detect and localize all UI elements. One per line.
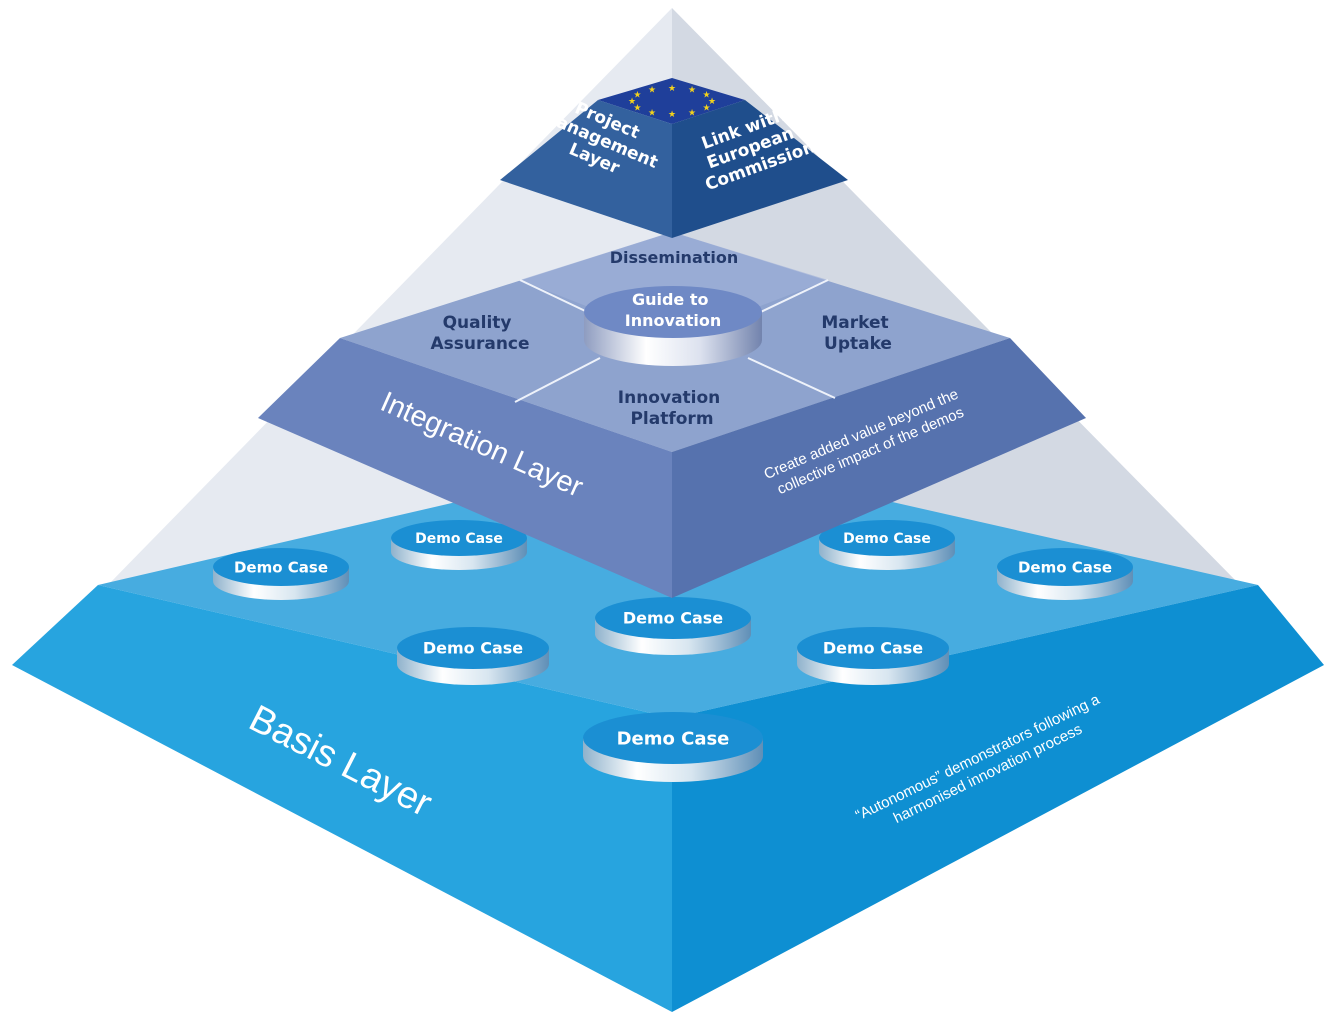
basis-layer-right-face xyxy=(672,585,1324,1012)
eu-star-icon: ★ xyxy=(648,86,656,96)
demo-case-disc-top xyxy=(397,627,549,669)
market-uptake-line-2: Uptake xyxy=(824,334,892,354)
eu-star-icon: ★ xyxy=(628,97,636,107)
demo-case-disc: Demo Case xyxy=(397,627,549,685)
eu-star-icon: ★ xyxy=(633,104,641,114)
eu-star-icon: ★ xyxy=(668,84,676,94)
innovation-platform-label: Innovation Platform xyxy=(618,388,726,429)
innovation-platform-line-2: Platform xyxy=(630,409,713,429)
quality-assurance-label: Quality Assurance xyxy=(430,313,529,354)
demo-case-disc: Demo Case xyxy=(997,548,1133,600)
quality-assurance-line-2: Assurance xyxy=(430,334,529,354)
market-uptake-label: Market Uptake xyxy=(821,313,894,354)
integration-layer-right-face xyxy=(672,338,1086,598)
demo-case-disc: Demo Case xyxy=(819,520,955,570)
eu-star-icon: ★ xyxy=(648,108,656,118)
demo-case-disc: Demo Case xyxy=(595,597,751,655)
demo-case-label: Demo Case xyxy=(234,558,328,576)
guide-to-innovation-label: Guide to Innovation xyxy=(625,290,721,330)
demo-case-disc-top xyxy=(583,712,763,764)
eu-star-icon: ★ xyxy=(633,91,641,101)
top-block-right-face xyxy=(672,100,848,238)
demo-case-disc: Demo Case xyxy=(797,627,949,685)
eu-star-icon: ★ xyxy=(688,86,696,96)
eu-star-icon: ★ xyxy=(703,104,711,114)
demo-case-label: Demo Case xyxy=(1018,558,1112,576)
eu-star-icon: ★ xyxy=(688,108,696,118)
demo-case-label: Demo Case xyxy=(843,531,931,547)
demo-case-disc: Demo Case xyxy=(583,712,763,782)
top-block-top-face xyxy=(598,78,745,124)
top-block: ★★★★★★★★★★★★ xyxy=(500,78,848,238)
demo-case-disc-top xyxy=(819,520,955,556)
dissemination-label: Dissemination xyxy=(610,248,739,267)
demo-case-disc-top xyxy=(797,627,949,669)
basis-layer xyxy=(12,452,1324,1012)
demo-case-label: Demo Case xyxy=(423,639,523,658)
guide-to-innovation-line-1: Guide to xyxy=(632,290,709,309)
demo-case-label: Demo Case xyxy=(623,609,723,628)
demo-case-label: Demo Case xyxy=(617,728,730,749)
demo-case-label: Demo Case xyxy=(415,531,503,547)
demo-case-disc: Demo Case xyxy=(213,548,349,600)
innovation-platform-line-1: Innovation xyxy=(618,388,721,408)
guide-to-innovation-disc xyxy=(584,286,762,366)
dissemination-segment xyxy=(520,232,828,340)
divider-line xyxy=(747,357,836,399)
demo-case-disc-top xyxy=(391,520,527,556)
top-block-left-face xyxy=(500,100,672,238)
demo-case-label: Demo Case xyxy=(823,639,923,658)
quality-assurance-line-1: Quality xyxy=(443,313,512,333)
integration-layer-left-face xyxy=(258,338,672,598)
demo-case-disc: Demo Case xyxy=(391,520,527,570)
basis-layer-left-face xyxy=(12,585,672,1012)
eu-flag-stars: ★★★★★★★★★★★★ xyxy=(628,84,716,120)
eu-star-icon: ★ xyxy=(703,91,711,101)
eu-star-icon: ★ xyxy=(708,97,716,107)
integration-layer xyxy=(258,232,1086,598)
divider-line xyxy=(514,357,601,403)
demo-case-disc-top xyxy=(997,548,1133,586)
eu-star-icon: ★ xyxy=(668,110,676,120)
market-uptake-line-1: Market xyxy=(821,313,888,333)
demo-case-disc-top xyxy=(595,597,751,639)
demo-case-disc-top xyxy=(213,548,349,586)
guide-to-innovation-line-2: Innovation xyxy=(625,311,721,330)
